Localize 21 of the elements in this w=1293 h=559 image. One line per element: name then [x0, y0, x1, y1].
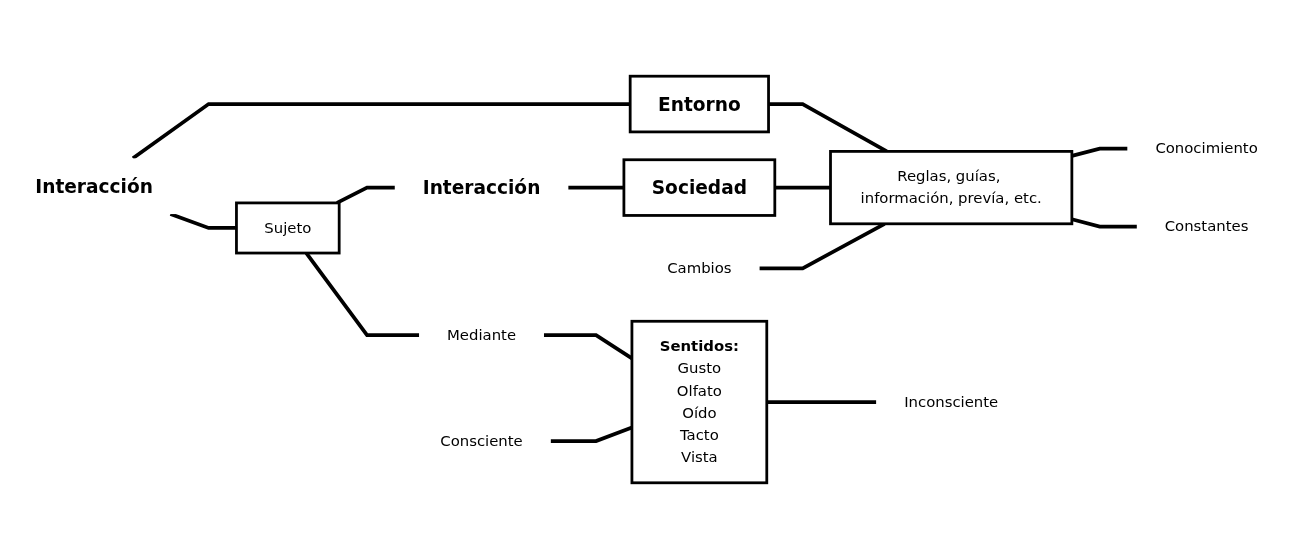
- connector: [568, 185, 624, 190]
- connector: [1071, 217, 1137, 229]
- node-text: Mediante: [447, 325, 517, 344]
- node-box: Entorno: [628, 74, 770, 134]
- node-box: Sujeto: [235, 201, 341, 255]
- node-text: Interacción: [422, 176, 541, 199]
- connector: [131, 102, 631, 160]
- connector: [169, 212, 237, 230]
- node-box: Sentidos: Gusto Olfato Oído Tacto Vista: [630, 319, 769, 485]
- connector: [336, 185, 395, 205]
- node-text: Inconsciente: [904, 392, 999, 411]
- node-box: Sociedad: [622, 158, 777, 217]
- connector: [1071, 146, 1128, 158]
- node-box: Reglas, guías, información, prevía, etc.: [829, 150, 1074, 226]
- node-text: Interacción: [35, 175, 153, 198]
- connector: [774, 185, 831, 190]
- node-text: Consciente: [440, 431, 523, 450]
- node-text: Conocimiento: [1155, 139, 1258, 157]
- node-text: Constantes: [1164, 217, 1249, 235]
- connector: [766, 400, 877, 404]
- node-text: Cambios: [667, 259, 732, 277]
